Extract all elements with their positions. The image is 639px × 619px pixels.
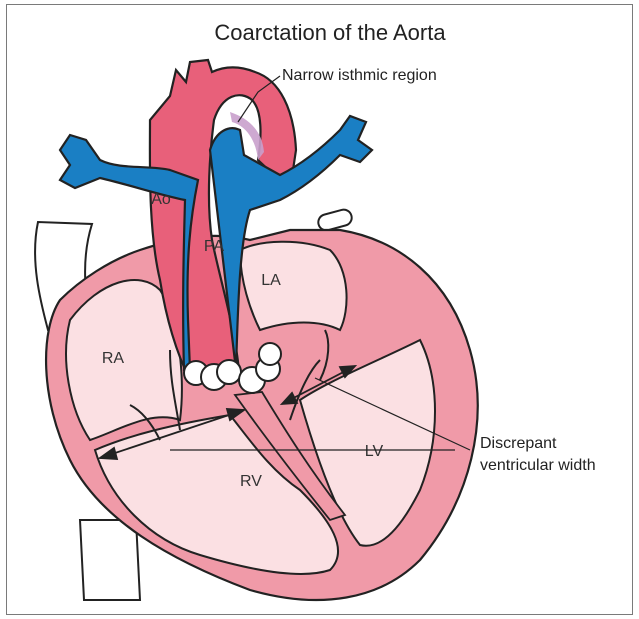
label-ao: Ao: [151, 191, 171, 208]
label-la: LA: [261, 272, 281, 289]
callout-ventricle-line2: ventricular width: [480, 457, 596, 474]
label-pa: PA: [204, 238, 224, 255]
figure-title: Coarctation of the Aorta: [214, 20, 446, 45]
label-ra: RA: [102, 350, 125, 367]
left-atrium: [240, 242, 347, 330]
label-rv: RV: [240, 473, 262, 490]
callout-ventricle-line1: Discrepant: [480, 435, 557, 452]
callout-isthmus: Narrow isthmic region: [282, 67, 437, 84]
label-lv: LV: [365, 443, 384, 460]
